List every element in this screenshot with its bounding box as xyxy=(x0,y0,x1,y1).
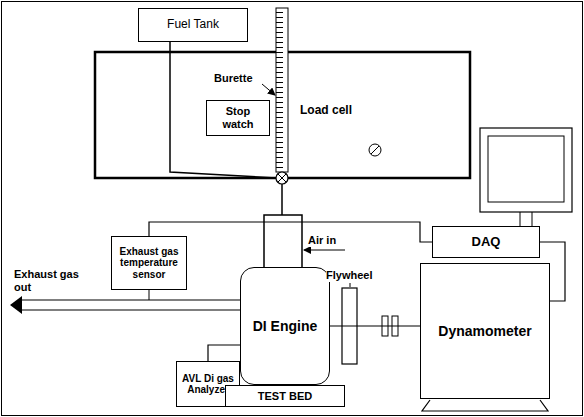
connector-line xyxy=(149,222,432,242)
fuel-feed xyxy=(281,184,283,215)
valve-cross xyxy=(278,174,286,182)
air-inlet-arrow xyxy=(304,250,345,251)
node-text: DAQ xyxy=(472,235,501,250)
test-bed: TEST BED xyxy=(225,385,345,408)
node-text: Stop watch xyxy=(211,105,265,130)
load-cell-needle xyxy=(371,146,379,154)
monitor-screen xyxy=(488,136,564,202)
fuel-line xyxy=(170,42,276,178)
part-label: Flywheel xyxy=(326,269,372,282)
flow-label: Air in xyxy=(308,234,336,247)
monitor-stand xyxy=(520,212,532,226)
burette-leader xyxy=(262,84,275,95)
node-text: TEST BED xyxy=(258,390,312,403)
valve xyxy=(276,172,288,184)
flywheel-leader xyxy=(350,283,351,287)
exhaust-pipe xyxy=(22,309,240,310)
load-cell-symbol xyxy=(369,144,381,156)
connector-line xyxy=(208,345,240,361)
sensor-box: Exhaust gas temperature sensor xyxy=(111,236,187,290)
dynamometer-box: Dynamometer xyxy=(420,263,550,399)
dynamometer-base xyxy=(422,400,548,411)
connector-line xyxy=(330,325,420,326)
stopwatch-box: Stop watch xyxy=(206,100,270,135)
exhaust-arrowhead xyxy=(10,296,22,314)
node-text: DI Engine xyxy=(253,318,318,334)
engine-head xyxy=(264,215,302,268)
exhaust-pipe xyxy=(22,299,240,300)
flow-label: Exhaust gas out xyxy=(14,268,82,293)
sensor-probe xyxy=(149,290,150,300)
burette-tube xyxy=(276,8,288,172)
burette-scale xyxy=(276,10,288,170)
engine-block: DI Engine xyxy=(240,267,330,385)
node-text: Dynamometer xyxy=(438,323,531,339)
node-text: Exhaust gas temperature sensor xyxy=(116,246,182,281)
part-label: Burette xyxy=(214,72,253,85)
part-label: Load cell xyxy=(300,104,352,118)
monitor xyxy=(480,128,572,212)
tank-box: Fuel Tank xyxy=(138,8,248,42)
node-text: Fuel Tank xyxy=(167,18,219,32)
daq-box: DAQ xyxy=(432,226,540,258)
